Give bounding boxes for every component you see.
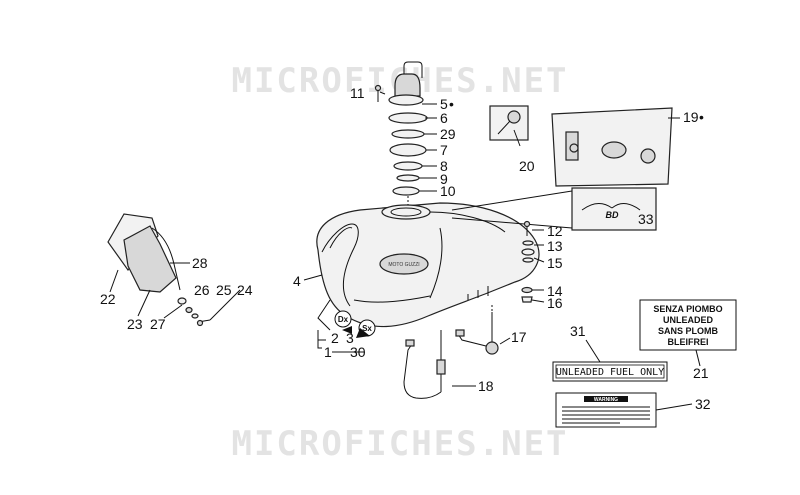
marker-dx-label: Dx xyxy=(338,315,349,324)
key-20 xyxy=(489,105,529,141)
badge-33: BD xyxy=(571,187,657,231)
callout-3: 3 xyxy=(346,330,354,346)
callout-19-bullet: • xyxy=(699,109,704,125)
callout-15: 15 xyxy=(547,255,563,271)
fasteners-24-27 xyxy=(177,297,211,327)
callout-33: 33 xyxy=(638,211,654,227)
callout-20: 20 xyxy=(519,158,535,174)
fuel-level-sensor-17 xyxy=(455,305,499,355)
callout-22: 22 xyxy=(100,291,116,307)
marker-arrow-left xyxy=(342,326,352,334)
filler-cap-assembly xyxy=(388,61,428,205)
callout-12: 12 xyxy=(547,223,563,239)
lock-kit-19 xyxy=(551,107,673,187)
callout-1: 1 xyxy=(324,344,332,360)
callout-6: 6 xyxy=(440,110,448,126)
callout-21: 21 xyxy=(693,365,709,381)
fasteners-12-16 xyxy=(521,220,535,303)
leader-lines xyxy=(109,91,701,411)
label-21-line-1: SENZA PIOMBO xyxy=(653,304,722,314)
marker-arrow-right xyxy=(356,328,370,338)
badge-33-logo: BD xyxy=(606,210,619,220)
callout-23: 23 xyxy=(127,316,143,332)
callout-numbers: 1 2 3 4 5 • 6 7 8 9 10 11 12 13 14 15 16… xyxy=(100,85,711,412)
callout-17: 17 xyxy=(511,329,527,345)
callout-7: 7 xyxy=(440,142,448,158)
marker-dx: Dx xyxy=(334,310,352,328)
callout-8: 8 xyxy=(440,158,448,174)
callout-2: 2 xyxy=(331,330,339,346)
fuel-sensor-18 xyxy=(403,330,446,399)
callout-13: 13 xyxy=(547,238,563,254)
callout-24: 24 xyxy=(237,282,253,298)
callout-5: 5 xyxy=(440,96,448,112)
side-cover-22-23 xyxy=(107,213,181,293)
callout-28: 28 xyxy=(192,255,208,271)
callout-29: 29 xyxy=(440,126,456,142)
callout-14: 14 xyxy=(547,283,563,299)
callout-19: 19 xyxy=(683,109,699,125)
watermark-bottom: MICROFICHES.NET xyxy=(231,424,568,464)
callout-4: 4 xyxy=(293,273,301,289)
callout-5-bullet: • xyxy=(449,96,454,112)
callout-25: 25 xyxy=(216,282,232,298)
callout-27: 27 xyxy=(150,316,166,332)
callout-30: 30 xyxy=(350,344,366,360)
tank-emblem: MOTO GUZZI xyxy=(388,262,419,268)
label-32: WARNING xyxy=(555,392,657,428)
callout-10: 10 xyxy=(440,183,456,199)
label-21: SENZA PIOMBO UNLEADED SANS PLOMB BLEIFRE… xyxy=(639,299,737,351)
callout-31: 31 xyxy=(570,323,586,339)
label-32-title: WARNING xyxy=(594,397,618,403)
label-21-line-2: UNLEADED xyxy=(663,315,714,325)
callout-16: 16 xyxy=(547,295,563,311)
callout-18: 18 xyxy=(478,378,494,394)
marker-sx-label: Sx xyxy=(362,324,372,333)
callout-26: 26 xyxy=(194,282,210,298)
label-31-text: UNLEADED FUEL ONLY xyxy=(556,367,664,378)
screw-11 xyxy=(374,84,382,102)
callout-32: 32 xyxy=(695,396,711,412)
callout-9: 9 xyxy=(440,171,448,187)
label-31: UNLEADED FUEL ONLY xyxy=(552,361,668,382)
callout-11: 11 xyxy=(350,85,365,101)
label-21-line-4: BLEIFREI xyxy=(667,337,708,347)
label-21-line-3: SANS PLOMB xyxy=(658,326,719,336)
